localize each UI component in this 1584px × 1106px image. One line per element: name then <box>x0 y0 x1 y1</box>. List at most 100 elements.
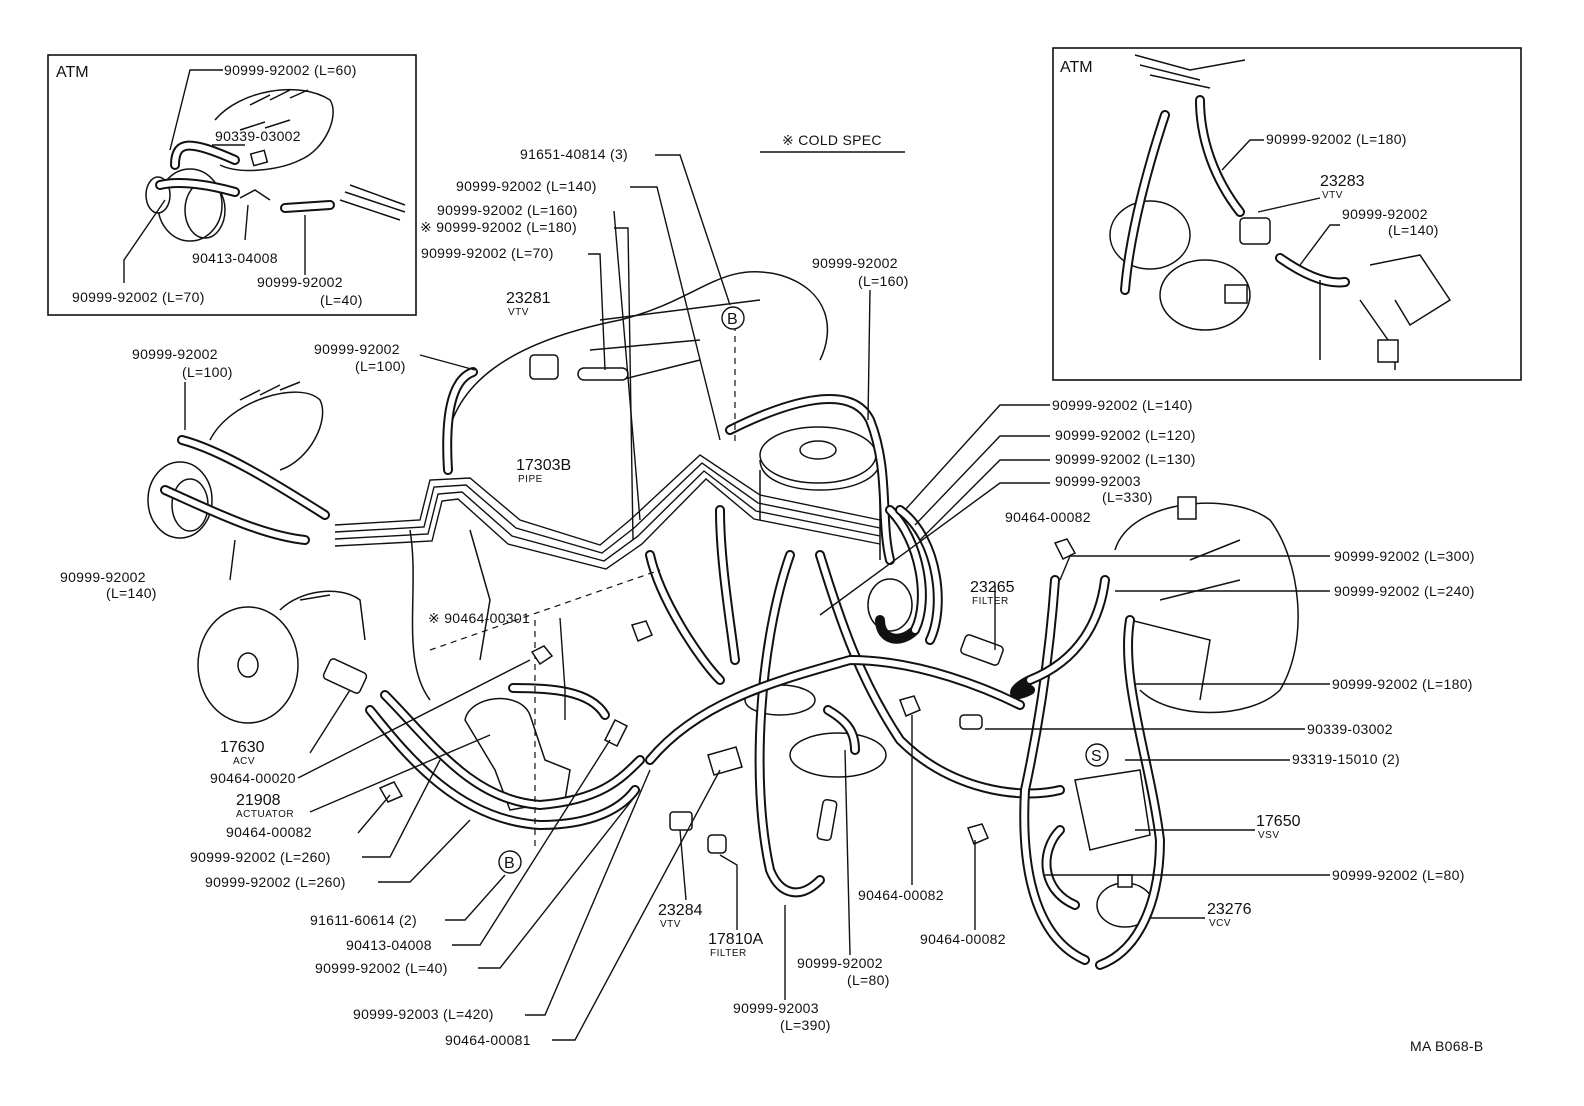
leader <box>1221 139 1264 171</box>
left-atm-inset: ATM 90999-92002 (L=60) 90339-03002 90413… <box>47 54 417 316</box>
leader <box>630 186 721 441</box>
vtv-23281 <box>529 354 559 380</box>
label: 17630 <box>220 739 265 756</box>
label: 90464-00082 <box>858 887 944 903</box>
label: 90464-00082 <box>1005 509 1091 525</box>
label: VSV <box>1258 830 1280 841</box>
right-inset-canister <box>1109 200 1191 270</box>
leader <box>844 749 851 956</box>
label: 90999-92002 <box>314 341 400 357</box>
callout-s-letter: S <box>1091 748 1102 765</box>
leader <box>244 204 249 241</box>
leader <box>525 769 651 1016</box>
right-inset-air-cleaner <box>1159 259 1251 331</box>
filter-23265 <box>960 634 1004 666</box>
hose-390 <box>754 550 825 898</box>
label: 93319-15010 (2) <box>1292 751 1400 767</box>
leader <box>452 739 611 946</box>
acv-body <box>322 658 368 694</box>
label: (L=330) <box>1102 489 1153 505</box>
main-labels: 91651-40814 (3) 90999-92002 (L=140) 9099… <box>60 146 1475 1048</box>
label: ACV <box>233 756 255 767</box>
label: 90999-92002 (L=120) <box>1055 427 1196 443</box>
leader <box>419 354 476 371</box>
right-inset-label: 90999-92002 (L=180) <box>1266 131 1407 147</box>
label: 91651-40814 (3) <box>520 146 628 162</box>
distributor-left <box>209 391 324 471</box>
right-inset-label: 23283 <box>1320 173 1365 190</box>
leader <box>309 734 491 813</box>
clip-90464-00082-left <box>378 781 404 803</box>
right-inset-vsv <box>1377 339 1399 363</box>
right-inset-vtv <box>1239 217 1271 245</box>
label: 90999-92002 <box>797 955 883 971</box>
clips <box>378 538 1077 845</box>
leader <box>904 404 1050 511</box>
leader <box>169 69 223 151</box>
label: 90464-00020 <box>210 770 296 786</box>
filter-17810a <box>707 834 727 854</box>
pipe-17303b <box>334 454 881 570</box>
label: 90999-92002 (L=140) <box>456 178 597 194</box>
reference-dash <box>429 569 661 850</box>
left-inset-tee <box>239 189 271 201</box>
label: PIPE <box>518 474 543 485</box>
leader <box>552 769 721 1041</box>
leader <box>123 199 166 283</box>
label: 91611-60614 (2) <box>310 912 417 928</box>
leader <box>614 227 634 541</box>
leader <box>1059 555 1330 581</box>
alternator-body <box>279 590 366 641</box>
engine-head-outline <box>444 270 829 471</box>
left-inset-engine-fins <box>239 89 309 131</box>
clip-90464-00020 <box>530 645 554 666</box>
leader <box>588 253 606 371</box>
hose-diag <box>645 550 725 685</box>
label: (L=390) <box>780 1017 831 1033</box>
diagram-code: MA B068-B <box>1410 1038 1484 1054</box>
callout-b-bottom-letter: B <box>504 855 515 872</box>
label: 90999-92002 (L=240) <box>1334 583 1475 599</box>
label: 90999-92003 (L=420) <box>353 1006 494 1022</box>
label: 90999-92002 (L=260) <box>190 849 331 865</box>
label: 90999-92002 (L=70) <box>421 245 554 261</box>
leader-lines <box>184 154 1330 1041</box>
label: VTV <box>508 307 529 318</box>
label: 90999-92002 (L=140) <box>1052 397 1193 413</box>
right-inset-label: (L=140) <box>1388 222 1439 238</box>
label: 23276 <box>1207 901 1252 918</box>
label: 17303B <box>516 457 571 474</box>
right-inset-fitting <box>1224 284 1248 304</box>
label: 90999-92002 (L=40) <box>315 960 448 976</box>
label: 90999-92002 <box>60 569 146 585</box>
label: (L=140) <box>106 585 157 601</box>
callout-s <box>1085 743 1109 767</box>
label: 17650 <box>1256 813 1301 830</box>
tee-90413-04008 <box>603 718 629 748</box>
pipe-line-4 <box>334 478 881 570</box>
label: 90464-00082 <box>920 931 1006 947</box>
label: 90999-92002 (L=260) <box>205 874 346 890</box>
cold-spec-label: ※ COLD SPEC <box>782 132 882 148</box>
label: 90413-04008 <box>346 937 432 953</box>
right-inset-title: ATM <box>1060 59 1093 76</box>
leader <box>867 289 871 421</box>
label: 90999-92002 <box>132 346 218 362</box>
label: 90999-92002 (L=80) <box>1332 867 1465 883</box>
leader <box>655 154 731 306</box>
hose-segment-70 <box>577 367 629 381</box>
distributor-detail <box>1129 539 1241 701</box>
hose-240 <box>1010 575 1110 700</box>
leader <box>357 794 391 834</box>
leader <box>478 789 641 969</box>
label: (L=100) <box>355 358 406 374</box>
callout-b-top <box>721 306 745 330</box>
label: ※ 90464-00301 <box>428 610 530 626</box>
clip-90464-00082-top <box>1053 538 1077 561</box>
label: 90999-92002 (L=160) <box>437 202 578 218</box>
distributor-body <box>1114 502 1299 714</box>
clip-90464-00082-bottom <box>967 823 989 845</box>
left-inset-label: 90999-92002 (L=60) <box>224 62 357 78</box>
air-cleaner-nut <box>799 440 837 460</box>
